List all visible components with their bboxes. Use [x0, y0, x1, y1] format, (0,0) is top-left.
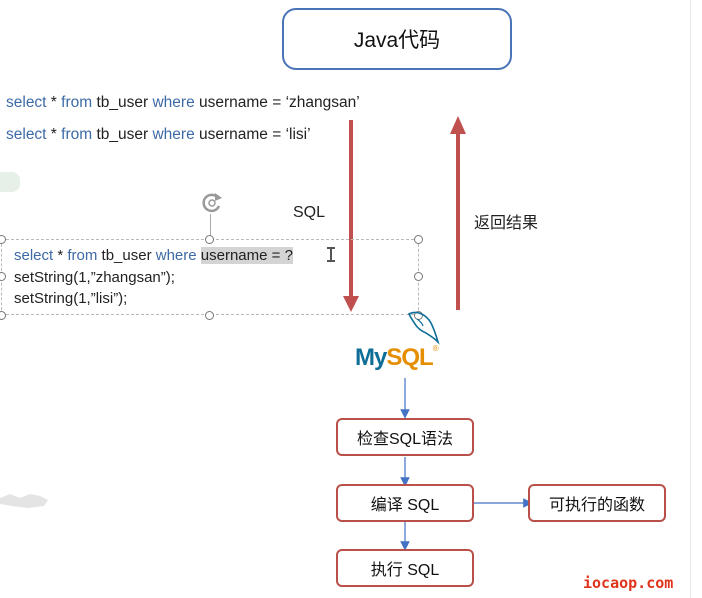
sql-keyword-select: select	[14, 247, 54, 264]
resize-handle-bottom-left[interactable]	[0, 311, 6, 320]
decorative-blob	[0, 172, 20, 192]
result-arrow-label: 返回结果	[474, 215, 539, 232]
node-execute-label: 执行 SQL	[370, 562, 440, 579]
sql-condition: username = ‘lisi’	[194, 126, 311, 143]
text-cursor-icon-bottom	[327, 260, 335, 262]
sql-keyword-select: select	[6, 126, 47, 143]
sql-star: *	[53, 247, 68, 264]
sql-keyword-where: where	[155, 247, 197, 264]
decorative-blob-gray	[0, 492, 48, 508]
sql-keyword-from: from	[61, 126, 93, 143]
java-code-box: Java代码	[282, 8, 512, 70]
java-code-label: Java代码	[353, 29, 441, 52]
sql-query-lisi: select * from tb_user where username = ‘…	[6, 126, 311, 144]
sql-keyword-from: from	[61, 94, 93, 111]
sql-table: tb_user	[97, 247, 156, 264]
sql-keyword-where: where	[152, 94, 195, 111]
sql-keyword-select: select	[6, 94, 47, 111]
sql-arrow-label: SQL	[293, 204, 326, 221]
sql-table: tb_user	[92, 126, 153, 143]
node-check-sql-syntax: 检查SQL语法	[336, 418, 474, 456]
mysql-logo-sql: SQL	[386, 344, 433, 371]
sql-star: *	[46, 94, 62, 111]
sql-star: *	[46, 126, 62, 143]
set-string-line-1: setString(1,”zhangsan”);	[14, 268, 175, 286]
mysql-dolphin-icon	[407, 311, 440, 345]
prepared-statement-code: select * from tb_user where username = ?…	[14, 245, 293, 310]
resize-handle-top-center[interactable]	[205, 235, 214, 244]
sql-condition: username = ‘zhangsan’	[194, 94, 360, 111]
sql-keyword-where: where	[152, 126, 195, 143]
mysql-logo-trademark: ®	[432, 344, 439, 353]
right-edge-divider	[690, 0, 691, 598]
resize-handle-middle-left[interactable]	[0, 272, 6, 281]
node-check-label: 检查SQL语法	[356, 431, 454, 448]
sql-query-zhangsan: select * from tb_user where username = ‘…	[6, 94, 360, 112]
sql-down-arrow	[343, 120, 359, 312]
set-string-line-2: setString(1,”lisi”);	[14, 290, 128, 307]
text-cursor-icon	[330, 247, 332, 261]
sql-table: tb_user	[92, 94, 153, 111]
node-callable-function: 可执行的函数	[528, 484, 666, 522]
node-execute-sql: 执行 SQL	[336, 549, 474, 587]
result-up-arrow	[450, 116, 466, 310]
resize-handle-top-left[interactable]	[0, 235, 6, 244]
watermark-text: iocaop.com	[583, 574, 674, 592]
mysql-logo-my: My	[355, 344, 387, 371]
resize-handle-top-right[interactable]	[414, 235, 423, 244]
node-callable-label: 可执行的函数	[548, 497, 645, 514]
node-compile-sql: 编译 SQL	[336, 484, 474, 522]
resize-handle-bottom-center[interactable]	[205, 311, 214, 320]
resize-handle-middle-right[interactable]	[414, 272, 423, 281]
prepared-sql-line: select * from tb_user where username = ?	[14, 245, 293, 267]
node-compile-label: 编译 SQL	[370, 497, 440, 514]
sql-placeholder-highlight: username = ?	[200, 247, 293, 264]
rotate-handle-icon[interactable]	[199, 190, 225, 216]
text-cursor-icon-top	[327, 247, 335, 249]
mysql-logo: MySQL®	[355, 344, 439, 372]
sql-keyword-from: from	[67, 247, 98, 264]
rotate-handle-stem	[210, 214, 211, 239]
